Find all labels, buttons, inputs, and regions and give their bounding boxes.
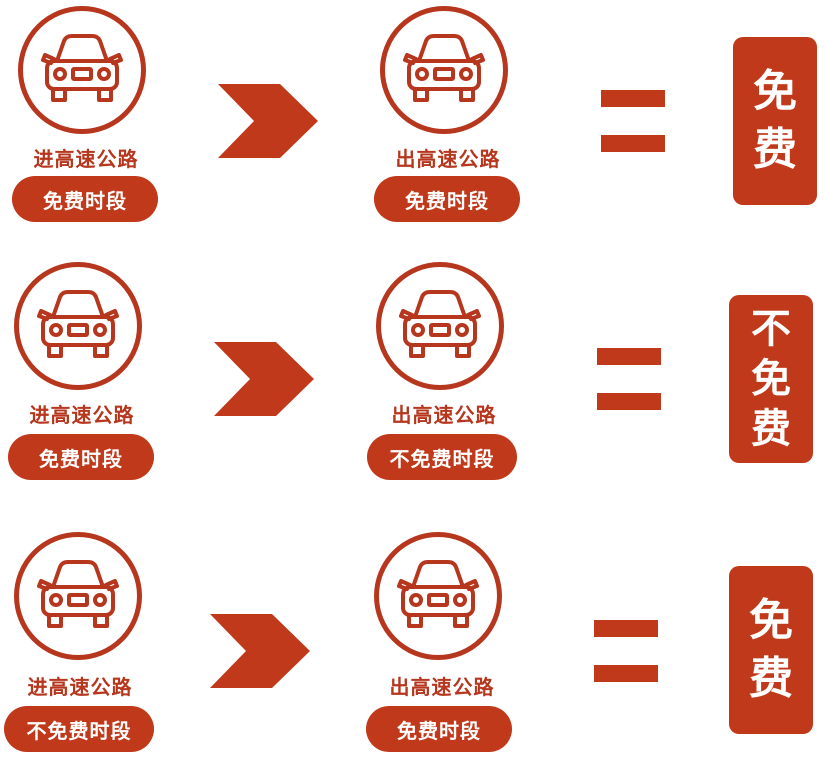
result-badge: 不 免 费 <box>729 295 813 463</box>
enter-period-badge: 免费时段 <box>8 434 154 480</box>
exit-highway-label: 出高速公路 <box>389 675 495 699</box>
car-front-icon <box>37 290 119 358</box>
equals-icon <box>594 620 658 682</box>
result-char: 费 <box>749 653 793 704</box>
car-front-icon <box>41 34 123 102</box>
result-char: 免 <box>753 66 797 117</box>
scenario-row-3: 进高速公路 不免费时段 出高速公路 免费时段 免 费 <box>0 528 824 778</box>
chevron-right-icon <box>218 84 318 158</box>
enter-period-badge: 免费时段 <box>12 176 158 222</box>
enter-highway-label: 进高速公路 <box>33 147 139 171</box>
exit-highway-label: 出高速公路 <box>391 403 497 427</box>
result-char: 免 <box>751 356 791 402</box>
enter-period-badge: 不免费时段 <box>4 706 154 752</box>
car-front-icon <box>403 34 485 102</box>
enter-highway-label: 进高速公路 <box>27 675 133 699</box>
enter-car-circle <box>14 532 142 660</box>
result-char: 不 <box>751 306 791 352</box>
enter-highway-label: 进高速公路 <box>29 403 135 427</box>
result-char: 免 <box>749 595 793 646</box>
exit-car-circle <box>374 532 502 660</box>
chevron-right-icon <box>210 614 310 688</box>
exit-highway-label: 出高速公路 <box>395 147 501 171</box>
result-char: 费 <box>753 124 797 175</box>
result-badge: 免 费 <box>733 37 817 205</box>
equals-icon <box>597 348 661 410</box>
exit-car-circle <box>376 262 504 390</box>
scenario-row-1: 进高速公路 免费时段 出高速公路 免费时段 免 费 <box>0 0 824 250</box>
exit-period-badge: 免费时段 <box>374 176 520 222</box>
result-char: 费 <box>751 406 791 452</box>
chevron-right-icon <box>214 342 314 416</box>
equals-icon <box>601 90 665 152</box>
car-front-icon <box>399 290 481 358</box>
car-front-icon <box>397 560 479 628</box>
exit-period-badge: 不免费时段 <box>367 434 517 480</box>
exit-period-badge: 免费时段 <box>366 706 512 752</box>
enter-car-circle <box>14 262 142 390</box>
scenario-row-2: 进高速公路 免费时段 出高速公路 不免费时段 不 免 费 <box>0 258 824 508</box>
car-front-icon <box>37 560 119 628</box>
result-badge: 免 费 <box>729 566 813 734</box>
enter-car-circle <box>18 6 146 134</box>
exit-car-circle <box>380 6 508 134</box>
